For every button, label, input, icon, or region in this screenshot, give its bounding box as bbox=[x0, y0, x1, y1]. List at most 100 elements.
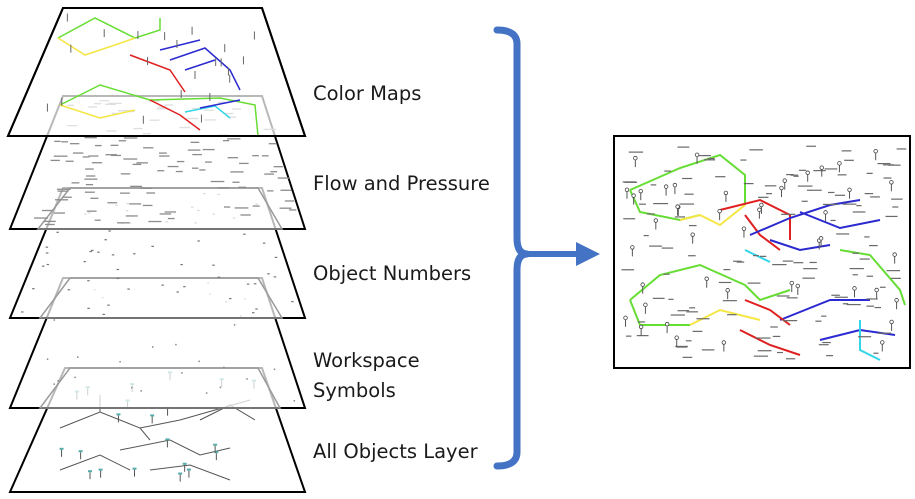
result-node-head bbox=[725, 288, 730, 293]
result-annotation-mark bbox=[747, 282, 761, 284]
object-number-mark bbox=[274, 256, 278, 259]
result-annotation-mark bbox=[643, 234, 649, 237]
flow-annotation-mark bbox=[148, 220, 162, 223]
object-number-mark bbox=[246, 283, 250, 285]
flow-annotation-mark bbox=[90, 197, 99, 199]
result-annotation-mark bbox=[623, 218, 636, 220]
result-annotation-mark bbox=[830, 219, 836, 222]
workspace-symbol-mark bbox=[74, 376, 76, 379]
all-objects-node-cap bbox=[78, 450, 83, 453]
flow-annotation-mark bbox=[53, 155, 68, 157]
label-all-objects-layer: All Objects Layer bbox=[313, 440, 479, 463]
result-annotation-mark bbox=[649, 245, 662, 247]
flow-annotation-mark bbox=[142, 204, 153, 207]
flow-annotation-mark bbox=[61, 141, 69, 143]
object-number-mark bbox=[107, 304, 110, 306]
flow-annotation-mark bbox=[50, 159, 60, 162]
result-annotation-mark bbox=[824, 168, 838, 170]
flow-annotation-mark bbox=[88, 155, 99, 157]
result-annotation-mark bbox=[692, 330, 703, 332]
result-annotation-mark bbox=[896, 148, 907, 150]
result-node-head bbox=[675, 204, 680, 209]
result-node-head bbox=[631, 193, 636, 198]
flow-annotation-mark bbox=[84, 178, 98, 180]
color-map-node-symbols bbox=[46, 13, 255, 124]
all-objects-node-cap bbox=[182, 462, 187, 465]
result-node-head bbox=[880, 340, 885, 345]
result-annotation-mark bbox=[776, 351, 784, 354]
result-node-head bbox=[723, 190, 729, 196]
grouping-bracket bbox=[493, 26, 531, 470]
object-number-mark bbox=[197, 240, 200, 242]
result-node-head bbox=[805, 170, 810, 175]
flow-annotation-mark bbox=[230, 171, 244, 173]
result-annotation-mark bbox=[836, 233, 850, 235]
result-annotation-mark bbox=[698, 154, 711, 157]
flow-annotation-mark bbox=[43, 220, 56, 223]
result-annotation-mark bbox=[849, 267, 864, 270]
result-annotation-mark bbox=[864, 236, 870, 238]
result-node-head bbox=[624, 187, 630, 192]
result-node-head bbox=[819, 165, 824, 170]
workspace-symbol-mark bbox=[223, 366, 225, 369]
flow-annotation-mark bbox=[132, 163, 142, 166]
result-annotation-mark bbox=[866, 305, 875, 307]
flow-annotation-mark bbox=[56, 188, 71, 190]
result-node-head bbox=[663, 184, 669, 189]
flow-annotation-mark bbox=[175, 170, 183, 173]
object-number-mark bbox=[273, 276, 277, 278]
result-annotation-mark bbox=[852, 274, 858, 276]
result-annotation-mark bbox=[749, 149, 763, 151]
result-annotation-mark bbox=[809, 261, 817, 264]
composite-result-image bbox=[613, 135, 911, 369]
result-annotation-mark bbox=[701, 349, 715, 351]
result-node-head bbox=[664, 321, 670, 327]
result-annotation-mark bbox=[689, 307, 696, 309]
flow-annotation-mark bbox=[91, 162, 103, 164]
result-node-head bbox=[759, 202, 764, 208]
result-annotation-mark bbox=[653, 202, 669, 205]
flow-annotation-mark bbox=[146, 192, 156, 194]
result-node-head bbox=[889, 180, 894, 185]
all-objects-node-cap bbox=[165, 438, 170, 441]
result-node-head bbox=[717, 208, 722, 214]
result-annotation-mark bbox=[727, 314, 737, 316]
result-annotation-mark bbox=[846, 303, 861, 306]
result-node-head bbox=[757, 207, 762, 212]
object-number-mark bbox=[97, 251, 100, 253]
workspace-symbol-mark bbox=[77, 356, 79, 358]
object-number-mark bbox=[267, 273, 270, 275]
color-map-pipes bbox=[57, 17, 259, 136]
flow-annotation-mark bbox=[261, 155, 269, 157]
result-annotation-mark bbox=[842, 203, 857, 205]
result-annotation-mark bbox=[841, 150, 852, 152]
result-annotation-mark bbox=[650, 184, 657, 186]
result-annotation-mark bbox=[740, 159, 747, 161]
result-annotation-mark bbox=[801, 200, 808, 202]
object-number-mark bbox=[255, 308, 258, 310]
flow-annotation-mark bbox=[125, 215, 138, 217]
object-number-mark bbox=[291, 301, 294, 303]
object-number-mark bbox=[102, 313, 105, 316]
flow-annotation-mark bbox=[238, 186, 247, 188]
workspace-symbol-mark bbox=[293, 400, 296, 402]
flow-annotation-mark bbox=[136, 162, 149, 164]
result-annotation-mark bbox=[790, 174, 799, 176]
object-number-mark bbox=[243, 233, 246, 235]
flow-annotation-mark bbox=[71, 182, 80, 184]
result-annotation-mark bbox=[874, 306, 882, 309]
flow-annotation-mark bbox=[45, 223, 55, 226]
result-node-head bbox=[623, 315, 628, 321]
flow-annotation-mark bbox=[167, 165, 179, 168]
result-annotation-mark bbox=[628, 151, 644, 153]
result-annotation-mark bbox=[859, 258, 870, 260]
flow-annotation-mark bbox=[176, 160, 185, 163]
result-node-head bbox=[852, 286, 857, 291]
flow-annotation-mark bbox=[268, 143, 277, 145]
object-number-mark bbox=[87, 307, 90, 309]
result-annotation-mark bbox=[783, 320, 798, 322]
flow-annotation-mark bbox=[123, 158, 138, 160]
flow-annotation-mark bbox=[277, 177, 290, 179]
result-annotation-mark bbox=[661, 247, 674, 249]
